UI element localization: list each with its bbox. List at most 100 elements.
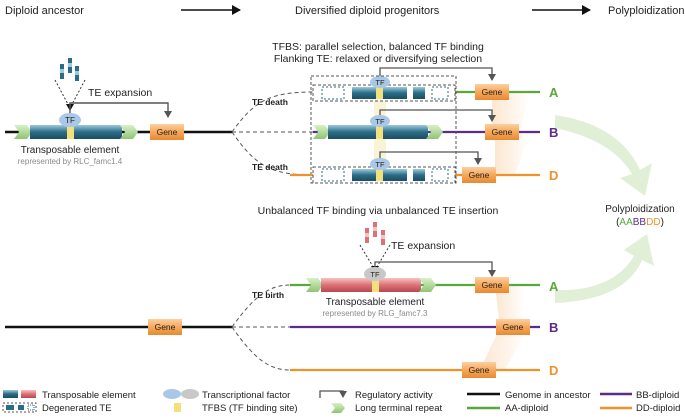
row-a-bottom: TF Gene A TE birth Transposable element … (252, 261, 559, 318)
legend-dd-label: DD-diploid (636, 403, 680, 414)
polyploid-bb: BB (633, 217, 647, 228)
row-a-top: TF Gene A TE death (252, 67, 559, 107)
te-expansion-label-bottom: TE expansion (391, 240, 455, 252)
legend-anc-label: Genome in ancestor (505, 390, 591, 401)
te-death-label-2: TE death (252, 162, 288, 172)
legend-ltr-label: Long terminal repeat (355, 403, 442, 414)
stage-progenitors-label: Diversified diploid progenitors (295, 5, 440, 17)
gene-box-b (485, 124, 519, 140)
tf-label-d: TF (375, 160, 385, 169)
tfbs-box (67, 125, 74, 139)
te-label-bottom: Transposable element (326, 297, 425, 308)
te-rep-label-bottom: represented by RLG_famc7.3 (323, 309, 428, 318)
tfbs-text-line1: TFBS: parallel selection, balanced TF bi… (272, 41, 484, 53)
row-d-bottom: Gene D (290, 362, 558, 378)
legend-tfbs-label: TFBS (TF binding site) (202, 403, 298, 414)
te-body (30, 125, 122, 139)
legend-te-swatch (3, 390, 36, 398)
tf-label-bottom: TF (370, 270, 380, 279)
genome-d-top: D (549, 168, 558, 183)
polyploid-close-paren: ) (661, 217, 664, 228)
regulatory-arrow-d (379, 151, 482, 165)
gene-label-ancestor-bottom: Gene (155, 322, 176, 332)
gene-label-b-bottom: Gene (503, 322, 524, 332)
gene-label-a: Gene (482, 87, 503, 97)
genome-b-top: B (549, 125, 558, 140)
gene-box (150, 124, 184, 140)
polyploid-label-group: Polyploidization (AABBDD) (605, 204, 675, 228)
genome-b-bottom: B (549, 320, 558, 335)
gene-label-b: Gene (492, 127, 513, 137)
merge-arrow-bottom (555, 234, 654, 303)
te-death-label-1: TE death (252, 97, 288, 107)
polyploid-label: Polyploidization (605, 204, 675, 215)
diverge-curve-a-bottom (231, 284, 291, 328)
polyploid-genome-label: (AABBDD) (616, 217, 664, 228)
gene-band-top-2 (495, 132, 530, 175)
gene-box-d-bottom (462, 362, 496, 378)
gene-band-top-1 (492, 92, 530, 132)
legend-te-label: Transposable element (42, 390, 136, 401)
regulatory-arrow-a (379, 67, 496, 81)
legend: Transposable element Degenerated TE Tran… (2, 389, 680, 414)
tfbs-text-line2: Flanking TE: relaxed or diversifying sel… (274, 53, 482, 65)
ltr-right (120, 125, 138, 139)
gene-label-d: Gene (469, 170, 490, 180)
legend-ltr-swatch (331, 403, 345, 413)
legend-degen-label: Degenerated TE (42, 403, 112, 414)
gene-box-d (462, 167, 496, 183)
gene-band-bottom-2 (480, 327, 528, 370)
genome-a-top: A (549, 85, 559, 100)
te-label: Transposable element (21, 145, 120, 156)
ltr-left (14, 125, 32, 139)
legend-tfbs-swatch (174, 403, 181, 412)
tf-ellipse-d (370, 158, 390, 170)
tf-ellipse-b (370, 115, 390, 127)
te-expansion-label-top: TE expansion (88, 87, 152, 99)
gene-band-bottom-1 (495, 285, 525, 327)
legend-reg-label: Regulatory activity (355, 390, 433, 401)
merge-arrow-top (555, 115, 652, 196)
legend-tf-blue (163, 389, 181, 399)
stage-polyploidization-label: Polyploidization (608, 5, 684, 17)
gene-box-b-bottom (496, 319, 530, 335)
row-d-top: TF Gene D TE death (252, 151, 558, 184)
tf-ellipse-bottom (364, 267, 386, 281)
tf-ellipse (59, 113, 81, 127)
regulatory-arrow (69, 102, 172, 118)
genome-a-bottom: A (549, 279, 559, 294)
gene-box-a (475, 84, 509, 100)
gene-label-a-bottom: Gene (482, 280, 503, 290)
gene-label: Gene (157, 127, 178, 137)
stage-ancestor-label: Diploid ancestor (5, 5, 84, 17)
degenerated-bracket (310, 75, 457, 184)
legend-degen-swatch (2, 402, 37, 413)
legend-aa-label: AA-diploid (505, 403, 548, 414)
tf-label-a: TF (375, 78, 385, 87)
legend-tf-grey (181, 389, 199, 399)
polyploid-dd: DD (646, 217, 660, 228)
regulatory-arrow-b (379, 109, 496, 122)
tf-label: TF (65, 116, 75, 125)
legend-tf-label: Transcriptional factor (202, 390, 290, 401)
te-birth-label: TE birth (252, 290, 284, 300)
te-body-red (321, 278, 421, 292)
row-b-top: TF Gene B (313, 109, 558, 140)
legend-bb-label: BB-diploid (636, 390, 679, 401)
row-b-bottom: Gene B (290, 319, 558, 335)
regulatory-arrow-bottom (374, 261, 496, 277)
tf-label-b: TF (375, 117, 385, 126)
legend-reg-arrow (319, 390, 347, 398)
te-expansion-icon (54, 58, 86, 111)
gene-box-a-bottom (475, 277, 509, 293)
diverge-curve-d-bottom (231, 326, 291, 371)
gene-box-ancestor-bottom (148, 319, 182, 335)
ancestor-locus: TE expansion TF Gene Transposable elemen… (5, 58, 232, 166)
diverge-curve-a-top (231, 91, 316, 133)
polyploid-open-paren: ( (616, 217, 620, 228)
polyploid-aa: AA (619, 217, 633, 228)
gene-label-d-bottom: Gene (469, 365, 490, 375)
bottom-title: Unbalanced TF binding via unbalanced TE … (258, 205, 499, 217)
